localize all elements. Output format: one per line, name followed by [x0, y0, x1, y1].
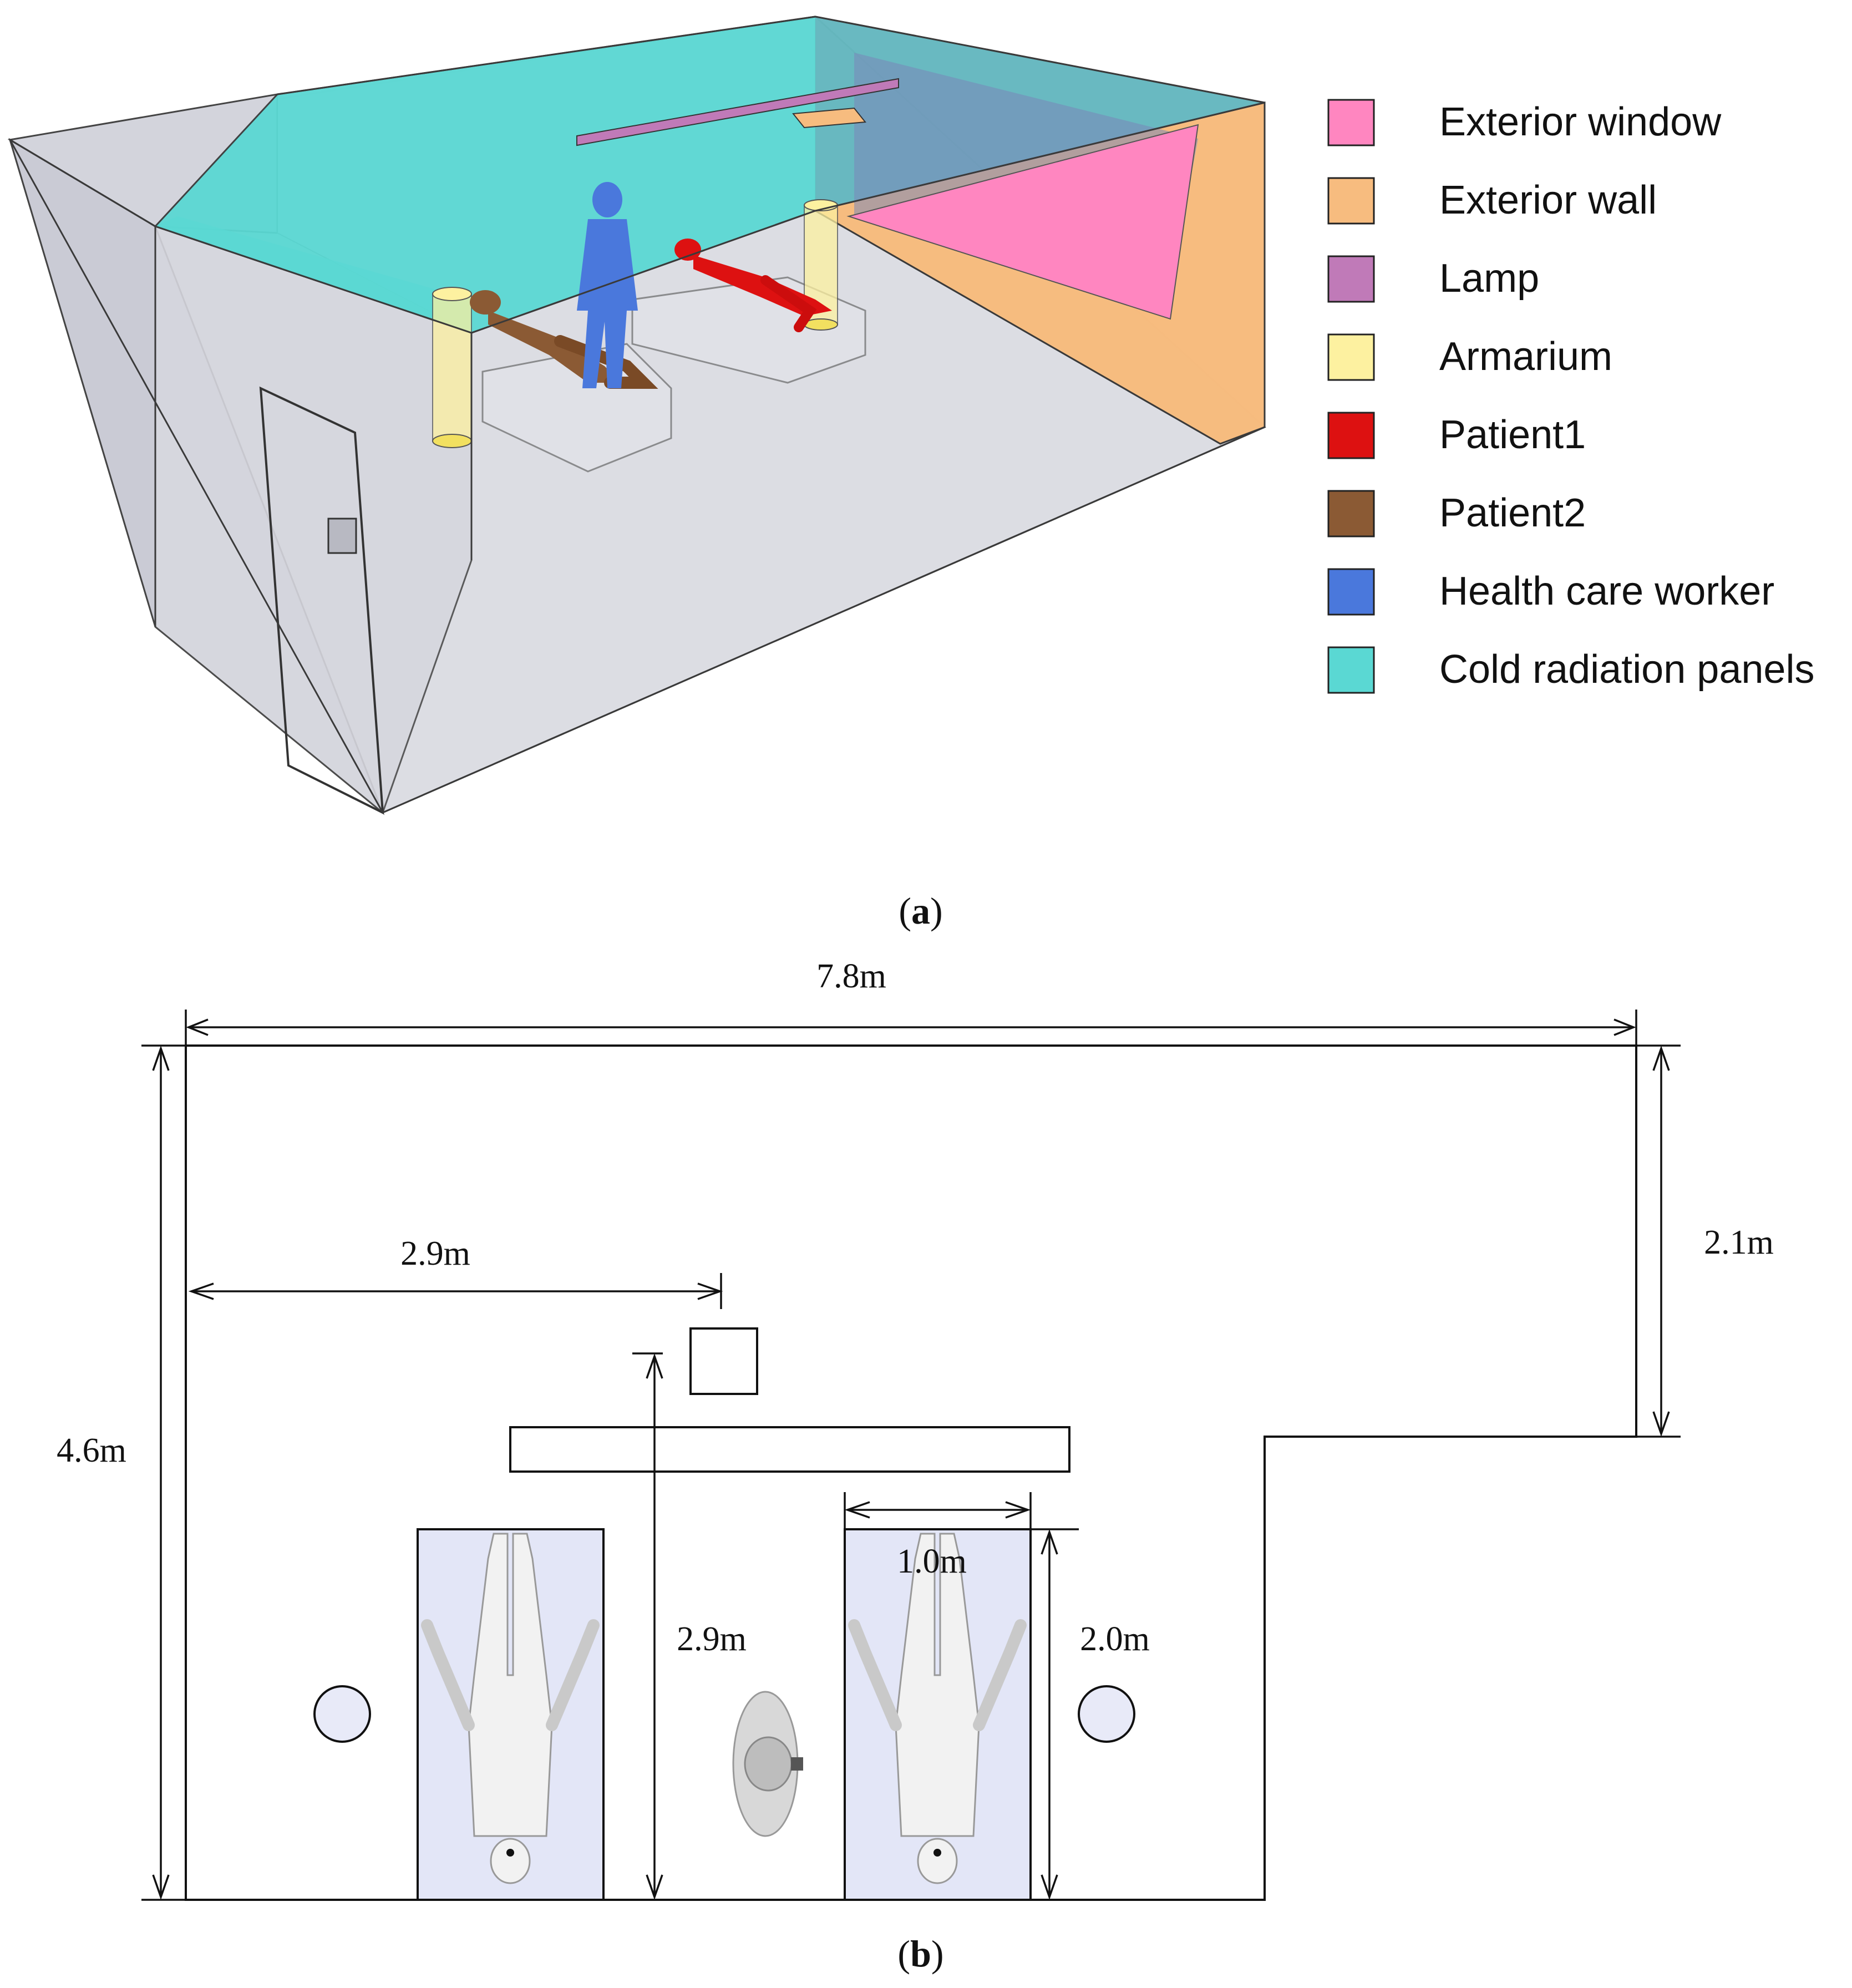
panel-a-label: (a)	[899, 890, 942, 932]
legend-swatch	[1327, 490, 1375, 537]
room-outline	[9, 102, 1266, 814]
legend-label: Exterior wall	[1439, 178, 1657, 222]
bed-length-label: 2.0m	[1080, 1620, 1150, 1658]
legend-item: Exterior wall	[1327, 177, 1657, 225]
room-edge-back-right	[815, 16, 1265, 104]
legend-swatch	[1327, 99, 1375, 146]
dimension-recess-depth	[1636, 1044, 1681, 1438]
armarium-right-plan	[1078, 1685, 1135, 1743]
legend-label: Health care worker	[1439, 569, 1774, 613]
patient1-figure	[674, 239, 832, 332]
legend-swatch	[1327, 568, 1375, 616]
dimension-lamp-offset	[188, 1273, 723, 1309]
ceiling-vent	[792, 107, 866, 129]
legend-swatch	[1327, 177, 1375, 225]
health-care-worker-figure	[577, 182, 638, 388]
lamp-offset-label: 2.9m	[400, 1235, 470, 1272]
ceiling-cold-radiation-panel-back	[155, 216, 471, 333]
radiation-panel-bar	[509, 1426, 1070, 1473]
dimension-bed-length	[1031, 1528, 1079, 1901]
legend-label: Exterior window	[1439, 100, 1722, 144]
legend-label: Patient1	[1439, 413, 1586, 457]
lamp-square	[689, 1327, 758, 1395]
room-edge-back	[277, 16, 816, 95]
recess-depth-label: 2.1m	[1704, 1224, 1774, 1261]
legend-item: Lamp	[1327, 255, 1539, 303]
health-care-worker-plan-figure	[732, 1691, 803, 1837]
dimension-room-width	[141, 1044, 186, 1901]
legend-swatch	[1327, 646, 1375, 694]
legend-item: Armarium	[1327, 333, 1612, 381]
legend-label: Armarium	[1439, 334, 1612, 379]
panel-b-label: (b)	[897, 1933, 943, 1975]
legend-item: Patient1	[1327, 412, 1586, 459]
dimension-lamp-distance	[632, 1352, 663, 1900]
armarium-left-plan	[313, 1685, 371, 1743]
ceiling-lamp	[576, 78, 899, 146]
room-width-label: 4.6m	[57, 1432, 126, 1469]
legend-swatch	[1327, 255, 1375, 303]
legend-item: Exterior window	[1327, 99, 1722, 146]
room-length-label: 7.8m	[816, 957, 886, 995]
dimension-room-length	[185, 1010, 1637, 1046]
legend-swatch	[1327, 412, 1375, 459]
patient2-plan-figure	[421, 1533, 600, 1884]
legend-swatch	[1327, 333, 1375, 381]
bed-left	[481, 343, 672, 473]
door-handle-plate	[327, 518, 357, 554]
room-3d-render	[7, 16, 1266, 815]
floor-plan: 7.8m 4.6m 2.1m 2.9m	[57, 957, 1774, 1901]
exterior-window	[846, 124, 1199, 320]
legend-label: Lamp	[1439, 256, 1539, 301]
bed-width-label: 1.0m	[897, 1543, 967, 1580]
legend-item: Patient2	[1327, 490, 1586, 537]
patient1-plan-figure	[848, 1533, 1027, 1884]
legend-item: Cold radiation panels	[1327, 646, 1814, 694]
dimension-bed-width	[844, 1492, 1032, 1529]
legend-label: Patient2	[1439, 491, 1586, 535]
armarium-left	[432, 287, 472, 448]
legend-label: Cold radiation panels	[1439, 647, 1814, 692]
legend-item: Health care worker	[1327, 568, 1774, 616]
lamp-distance-label: 2.9m	[677, 1620, 747, 1658]
